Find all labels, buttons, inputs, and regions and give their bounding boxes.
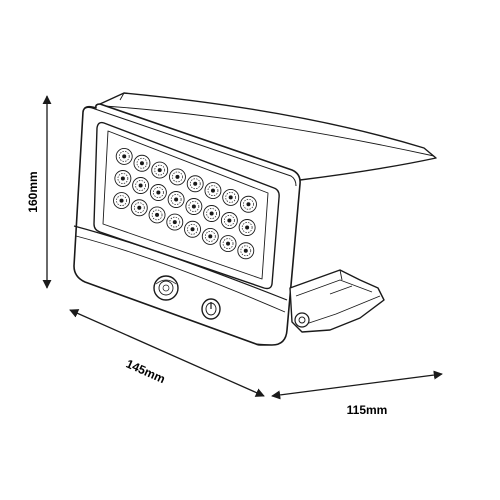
led-lens-icon <box>166 213 184 231</box>
led-lens-icon <box>201 227 219 245</box>
led-lens-icon <box>132 177 150 194</box>
led-lens-icon <box>238 219 256 236</box>
height-dimension-label: 160mm <box>26 171 40 212</box>
led-lens-icon <box>169 168 186 186</box>
solar-panel <box>99 92 437 181</box>
led-lens-icon <box>185 198 203 215</box>
height-dimension: 160mm <box>26 95 52 289</box>
length-dimension-label: 145mm <box>124 357 167 387</box>
motion-sensor <box>153 275 179 301</box>
led-lens-icon <box>167 191 185 208</box>
led-lens-icon <box>184 220 201 238</box>
led-lens-icon <box>148 206 166 224</box>
led-lens-icon <box>114 170 132 187</box>
depth-dimension: 115mm <box>271 370 443 417</box>
led-lens-icon <box>204 182 222 200</box>
led-lens-icon <box>240 195 257 213</box>
led-lens-icon <box>237 242 255 260</box>
led-lens-icon <box>151 161 169 179</box>
led-lens-icon <box>219 235 237 253</box>
led-lens-icon <box>186 175 204 193</box>
led-lens-icon <box>113 192 130 210</box>
led-lens-icon <box>220 212 238 229</box>
power-button-icon <box>201 298 221 320</box>
led-lens-icon <box>115 147 133 165</box>
led-array <box>113 147 257 260</box>
led-lens-icon <box>222 188 240 206</box>
depth-dimension-label: 115mm <box>347 403 388 417</box>
led-panel <box>93 121 280 290</box>
led-lens-icon <box>149 184 167 201</box>
led-lens-icon <box>130 199 148 217</box>
led-lens-icon <box>203 205 221 222</box>
mounting-bracket <box>289 269 385 333</box>
led-lens-icon <box>133 154 151 172</box>
